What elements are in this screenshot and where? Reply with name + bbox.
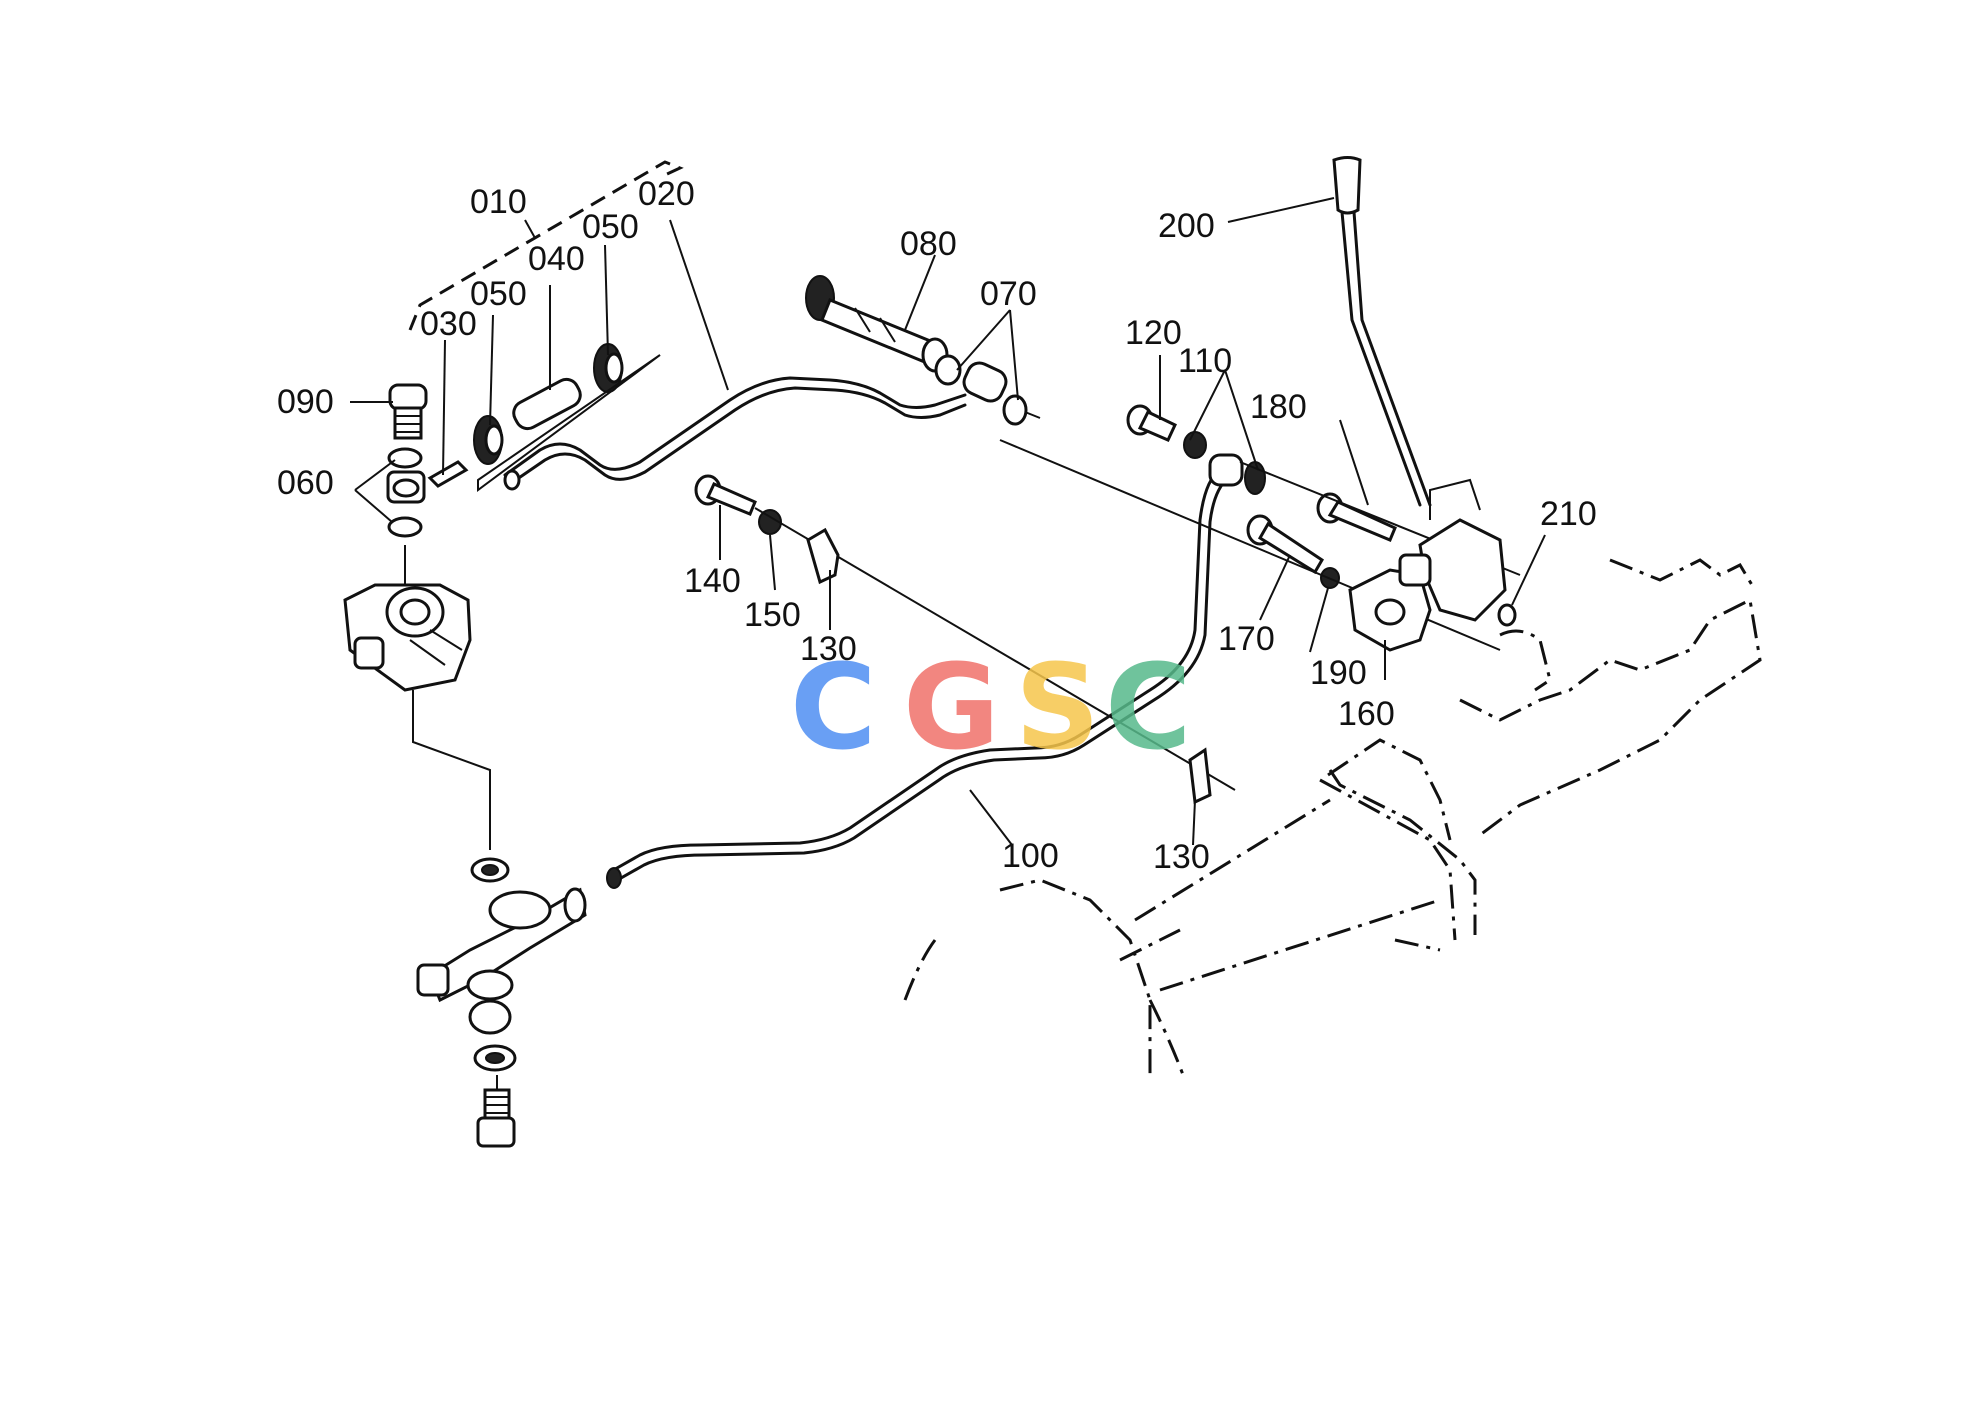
part-210-oring — [1497, 603, 1517, 627]
callout-130-upper: 130 — [800, 630, 857, 668]
part-150-washer — [758, 509, 782, 535]
part-140-bolt — [694, 474, 757, 516]
part-180-bolt — [1316, 492, 1397, 542]
callout-190: 190 — [1310, 654, 1367, 692]
callout-120: 120 — [1125, 314, 1182, 352]
callout-060: 060 — [277, 464, 334, 502]
callout-090: 090 — [277, 383, 334, 421]
watermark-letter-g: G — [903, 638, 1000, 776]
part-070-collar — [962, 361, 1008, 403]
part-070-ring-a — [934, 354, 962, 386]
part-120-fitting — [1126, 404, 1177, 442]
callout-160: 160 — [1338, 695, 1395, 733]
part-130-clamp-upper — [806, 527, 840, 585]
callout-110: 110 — [1178, 342, 1232, 380]
callout-180: 180 — [1250, 388, 1307, 426]
part-200-lever — [1332, 156, 1432, 507]
part-100-pipe — [608, 468, 1222, 874]
part-050-gear-right — [593, 343, 624, 393]
callout-080: 080 — [900, 225, 957, 263]
part-060-oring-bottom — [387, 516, 423, 538]
part-040-sleeve — [512, 377, 582, 431]
callout-040: 040 — [528, 240, 585, 278]
callout-210: 210 — [1540, 495, 1597, 533]
callout-030: 030 — [420, 305, 477, 343]
pump-assembly — [343, 160, 684, 1148]
watermark-letter-c2: C — [1105, 638, 1192, 776]
callout-150: 150 — [744, 596, 801, 634]
part-060-oring-top — [387, 447, 423, 469]
lower-plug — [476, 1088, 516, 1148]
part-160-valve-body — [1348, 478, 1507, 652]
callout-170: 170 — [1218, 620, 1275, 658]
part-020-pipe — [503, 376, 967, 477]
part-050-gear-left — [473, 415, 504, 465]
part-110-washer — [1183, 431, 1207, 459]
leader-lines — [350, 197, 1546, 846]
callout-020: 020 — [638, 175, 695, 213]
tee-fitting — [416, 887, 587, 1035]
part-170-bolt — [1246, 514, 1325, 575]
part-070-ring-b — [1002, 394, 1028, 426]
cgsc-watermark: C G S C — [790, 638, 1192, 776]
callout-100: 100 — [1002, 837, 1059, 875]
part-080-shaft — [805, 275, 949, 373]
callout-labels: 010 020 030 040 050 050 060 070 080 090 … — [277, 175, 1597, 876]
callout-140: 140 — [684, 562, 741, 600]
hydraulic-pump — [343, 583, 472, 692]
watermark-letter-c1: C — [790, 638, 877, 776]
part-090-plug — [388, 383, 428, 440]
callout-050-right: 050 — [582, 208, 639, 246]
tractor-frame-outline — [903, 558, 1762, 1081]
part-030-bolt — [427, 460, 469, 488]
callout-010: 010 — [470, 183, 527, 221]
callout-070: 070 — [980, 275, 1037, 313]
watermark-letter-s: S — [1015, 638, 1100, 776]
callout-200: 200 — [1158, 207, 1215, 245]
callout-130-lower: 130 — [1153, 838, 1210, 876]
callout-050-left: 050 — [470, 275, 527, 313]
part-130-clamp-lower — [1188, 747, 1212, 805]
